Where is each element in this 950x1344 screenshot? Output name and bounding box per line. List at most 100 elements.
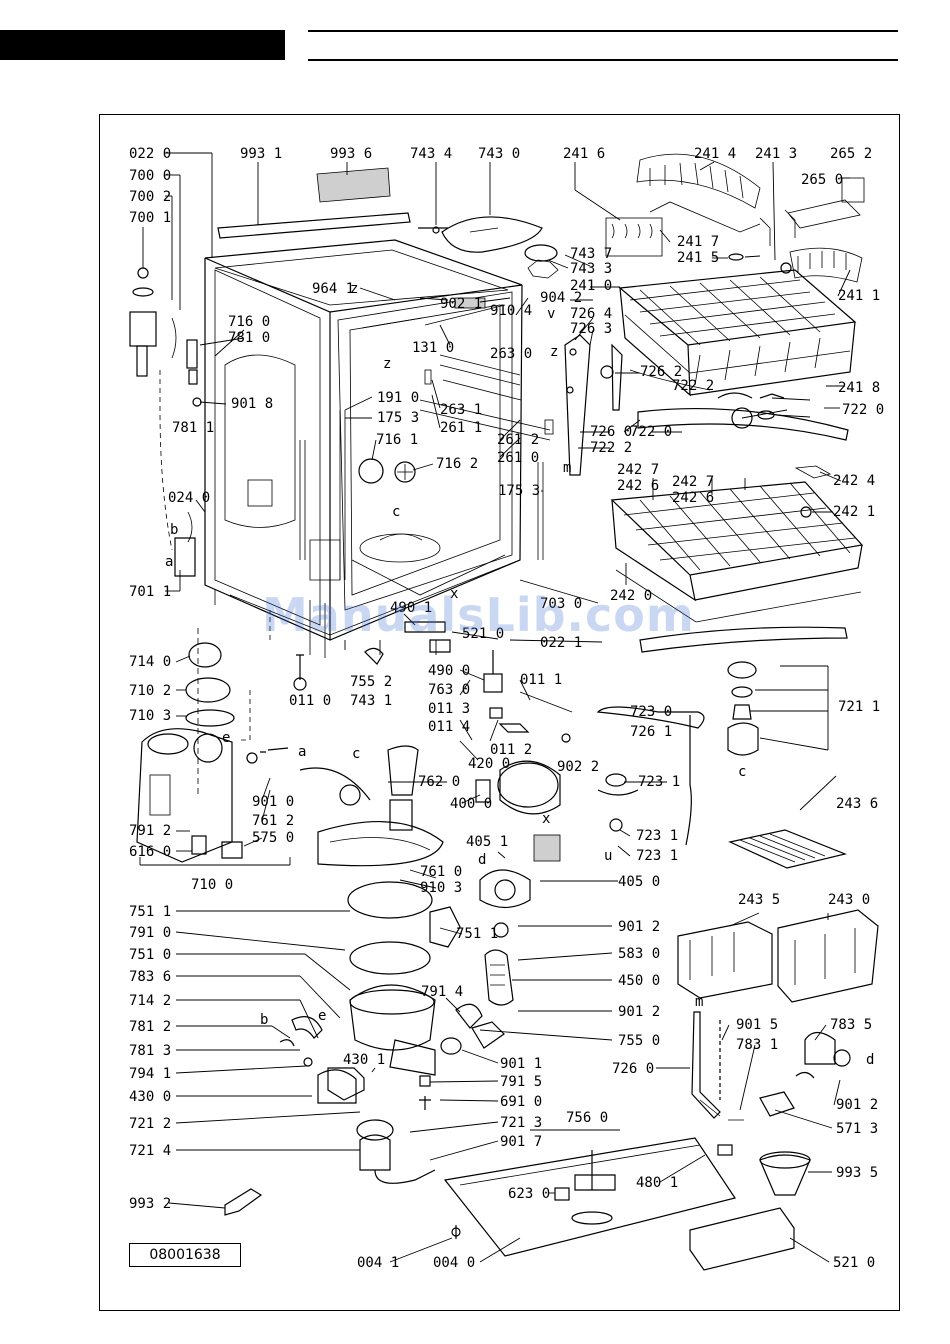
label-701-1: 701 1 <box>129 584 171 600</box>
label-175-3: 175 3 <box>377 410 419 426</box>
label-011-3: 011 3 <box>428 701 470 717</box>
water-softener <box>136 628 243 863</box>
part-labels: 022 0 700 0 700 2 700 1 993 1 993 6 743 … <box>129 146 884 1271</box>
label-716-1: 716 1 <box>376 432 418 448</box>
label-241-7: 241 7 <box>677 234 719 250</box>
label-723-0: 723 0 <box>630 704 672 720</box>
marker-e-lower: e <box>318 1008 326 1024</box>
label-490-0: 490 0 <box>428 663 470 679</box>
label-710-0: 710 0 <box>191 877 233 893</box>
left-side-parts <box>129 267 202 577</box>
marker-x-motor: x <box>542 811 550 827</box>
upper-basket <box>605 153 865 397</box>
connector-bracket <box>483 650 573 743</box>
label-242-4: 242 4 <box>833 473 875 489</box>
tub-cabinet <box>204 239 554 658</box>
marker-v-rail: v <box>547 306 555 322</box>
label-751-0: 751 0 <box>129 947 171 963</box>
marker-x-top: x <box>450 586 458 602</box>
label-781-0: 781 0 <box>228 330 270 346</box>
label-242-7-b: 242 7 <box>672 474 714 490</box>
label-521-0-mid: 521 0 <box>462 626 504 642</box>
label-964-1: 964 1 <box>312 281 354 297</box>
label-721-4: 721 4 <box>129 1143 171 1159</box>
label-781-1: 781 1 <box>172 420 214 436</box>
label-011-1: 011 1 <box>520 672 562 688</box>
label-175-3-b: 175 3 <box>498 483 540 499</box>
label-751-1: 751 1 <box>129 904 171 920</box>
label-261-2: 261 2 <box>497 432 539 448</box>
marker-e-left: e <box>222 730 230 746</box>
label-722-0: 722 0 <box>842 402 884 418</box>
label-521-0: 521 0 <box>833 1255 875 1271</box>
label-722-2-side: 722 2 <box>590 440 632 456</box>
connection-markers: b a a e c c c d d b e m m z z z v u x x <box>165 281 874 1068</box>
label-420-0: 420 0 <box>468 756 510 772</box>
marker-m-hose: m <box>695 994 703 1010</box>
marker-c-arm: c <box>738 764 746 780</box>
leader-lines <box>139 152 851 1263</box>
label-791-2: 791 2 <box>129 823 171 839</box>
label-910-3: 910 3 <box>420 880 462 896</box>
label-726-0-top: 726 0 <box>590 424 632 440</box>
header-rule-top <box>308 30 898 32</box>
label-902-1: 902 1 <box>440 296 482 312</box>
hoses-right <box>596 706 851 1121</box>
label-901-0: 901 0 <box>252 794 294 810</box>
label-993-2: 993 2 <box>129 1196 171 1212</box>
label-430-1: 430 1 <box>343 1052 385 1068</box>
label-191-0: 191 0 <box>377 390 419 406</box>
label-993-1: 993 1 <box>240 146 282 162</box>
label-721-1: 721 1 <box>838 699 880 715</box>
label-004-1: 004 1 <box>357 1255 399 1271</box>
marker-z-top: z <box>350 281 358 297</box>
label-011-4: 011 4 <box>428 719 470 735</box>
label-901-5: 901 5 <box>736 1017 778 1033</box>
label-242-6-a: 242 6 <box>617 478 659 494</box>
label-763-0: 763 0 <box>428 682 470 698</box>
top-panels <box>217 167 559 279</box>
marker-z-rail: z <box>550 344 558 360</box>
label-783-6: 783 6 <box>129 969 171 985</box>
label-261-1: 261 1 <box>440 420 482 436</box>
label-910-4: 910 4 <box>490 303 532 319</box>
label-700-0: 700 0 <box>129 168 171 184</box>
label-726-3: 726 3 <box>570 321 612 337</box>
label-756-0: 756 0 <box>566 1110 608 1126</box>
label-751-1-b: 751 1 <box>456 926 498 942</box>
label-791-0: 791 0 <box>129 925 171 941</box>
label-743-7: 743 7 <box>570 246 612 262</box>
label-241-6: 241 6 <box>563 146 605 162</box>
label-241-1: 241 1 <box>838 288 880 304</box>
label-263-1: 263 1 <box>440 402 482 418</box>
label-721-2: 721 2 <box>129 1116 171 1132</box>
label-241-5: 241 5 <box>677 250 719 266</box>
label-791-4: 791 4 <box>421 984 463 1000</box>
label-901-1: 901 1 <box>500 1056 542 1072</box>
lower-basket <box>610 465 864 623</box>
label-993-6: 993 6 <box>330 146 372 162</box>
label-726-1: 726 1 <box>630 724 672 740</box>
label-241-3: 241 3 <box>755 146 797 162</box>
label-723-1-b: 723 1 <box>636 828 678 844</box>
label-700-1: 700 1 <box>129 210 171 226</box>
label-993-5: 993 5 <box>836 1165 878 1181</box>
label-430-0: 430 0 <box>129 1089 171 1105</box>
label-714-0: 714 0 <box>129 654 171 670</box>
label-716-2: 716 2 <box>436 456 478 472</box>
label-480-1: 480 1 <box>636 1175 678 1191</box>
label-726-2: 726 2 <box>640 364 682 380</box>
label-022-1: 022 1 <box>540 635 582 651</box>
marker-z-tub: z <box>383 356 391 372</box>
marker-u: u <box>604 848 612 864</box>
label-022-0: 022 0 <box>129 146 171 162</box>
label-901-2-b: 901 2 <box>618 1004 660 1020</box>
label-755-0: 755 0 <box>618 1033 660 1049</box>
label-261-0: 261 0 <box>497 450 539 466</box>
label-011-0: 011 0 <box>289 693 331 709</box>
label-901-2-a: 901 2 <box>618 919 660 935</box>
label-726-4: 726 4 <box>570 306 612 322</box>
label-575-0: 575 0 <box>252 830 294 846</box>
label-722-2: 722 2 <box>672 378 714 394</box>
